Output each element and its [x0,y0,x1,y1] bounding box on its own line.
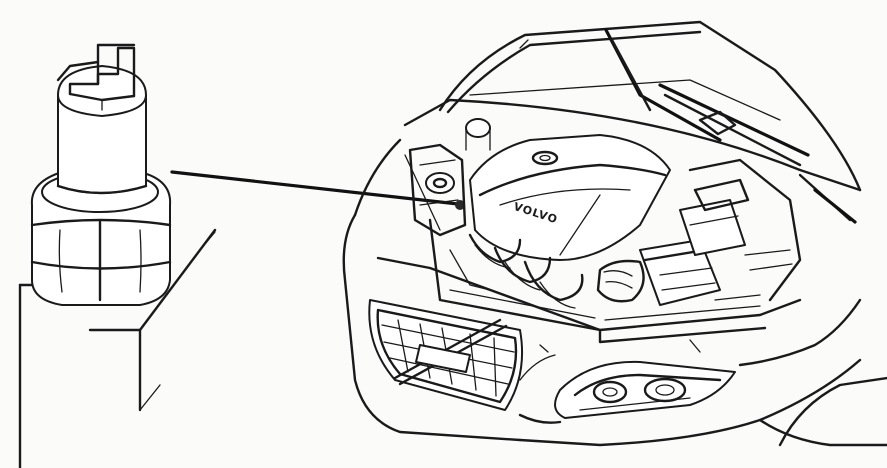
front-bumper [518,339,701,424]
engine-cover: VOLVO [469,134,671,261]
leader-line [170,170,460,206]
open-hood [403,20,862,192]
coolant-reservoir [408,118,491,237]
front-grille [368,299,524,411]
right-strut-area [688,158,802,302]
leader-target-dot [455,200,465,210]
vehicle-front-view: VOLVO [342,20,887,447]
headlight [554,360,736,419]
sensor-neck [56,94,148,195]
pressure-sensor-detail [18,43,217,468]
intake-manifold [449,233,584,309]
mounting-block [18,228,217,468]
radiator-support [376,218,802,344]
air-filter-box [596,239,721,306]
battery-box [679,178,750,256]
sensor-connector [56,43,147,117]
wiper-arms [604,28,857,224]
front-body-outline [342,138,887,447]
